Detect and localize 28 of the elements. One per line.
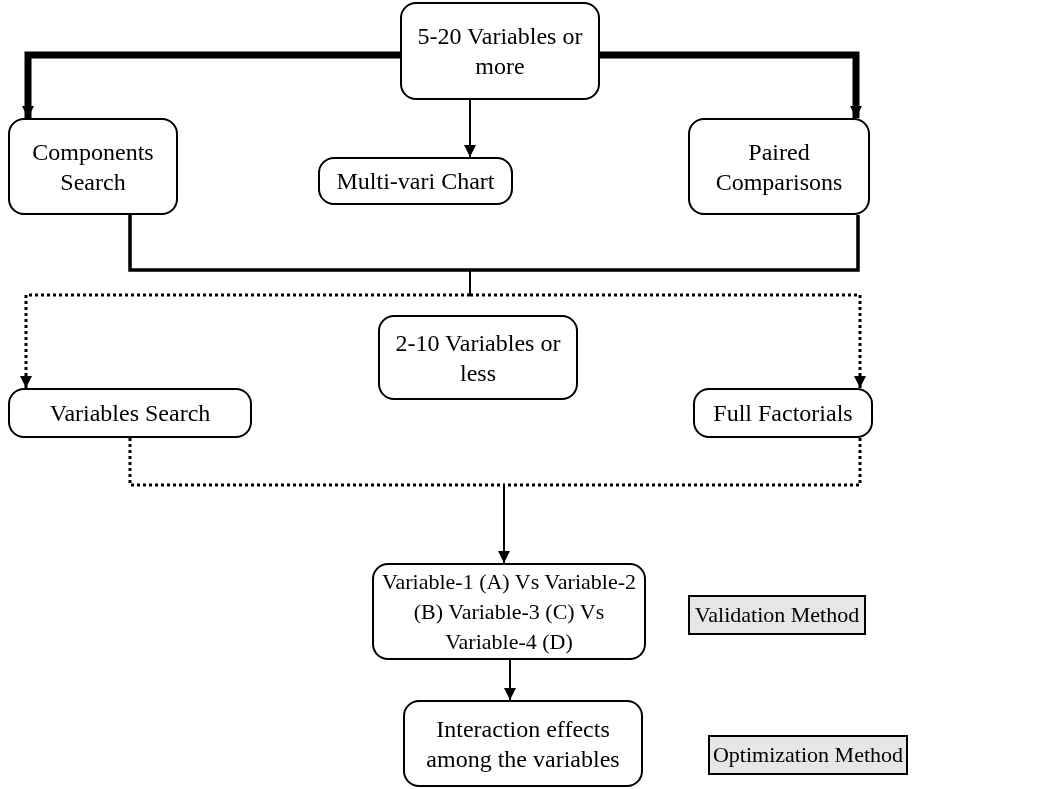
node-text: Variable-1 (A) Vs Variable-2 (B) Variable-3 (C) Vs Variable-4 (D) (381, 567, 637, 656)
connector-arrow (22, 51, 400, 118)
process-box (378, 315, 578, 400)
node-text: Components Search (31, 137, 155, 197)
process-box (403, 700, 643, 787)
node-text: 5-20 Variables or more (416, 22, 584, 81)
connector-arrow (600, 51, 862, 118)
node-text: 2-10 Variables or less (394, 328, 562, 388)
node-text: Full Factorials (713, 399, 853, 428)
process-box (693, 388, 873, 438)
connector-arrow (20, 293, 470, 388)
process-box (8, 388, 252, 438)
node-text: Multi-vari Chart (336, 167, 495, 196)
process-box (318, 157, 513, 205)
connector-arrow (464, 99, 476, 158)
connector-arrow (498, 484, 510, 564)
process-box (688, 118, 870, 215)
node-text: Interaction effects among the variables (425, 714, 621, 774)
node-text: Paired Comparisons (714, 137, 844, 197)
process-box (400, 2, 600, 100)
node-text: Validation Method (694, 602, 860, 628)
connector-arrow (504, 659, 516, 701)
method-label-box (688, 595, 866, 635)
node-text: Variables Search (49, 399, 211, 428)
process-box (8, 118, 178, 215)
method-label-box (708, 735, 908, 775)
node-text: Optimization Method (713, 742, 903, 768)
connector-arrow (470, 293, 866, 388)
